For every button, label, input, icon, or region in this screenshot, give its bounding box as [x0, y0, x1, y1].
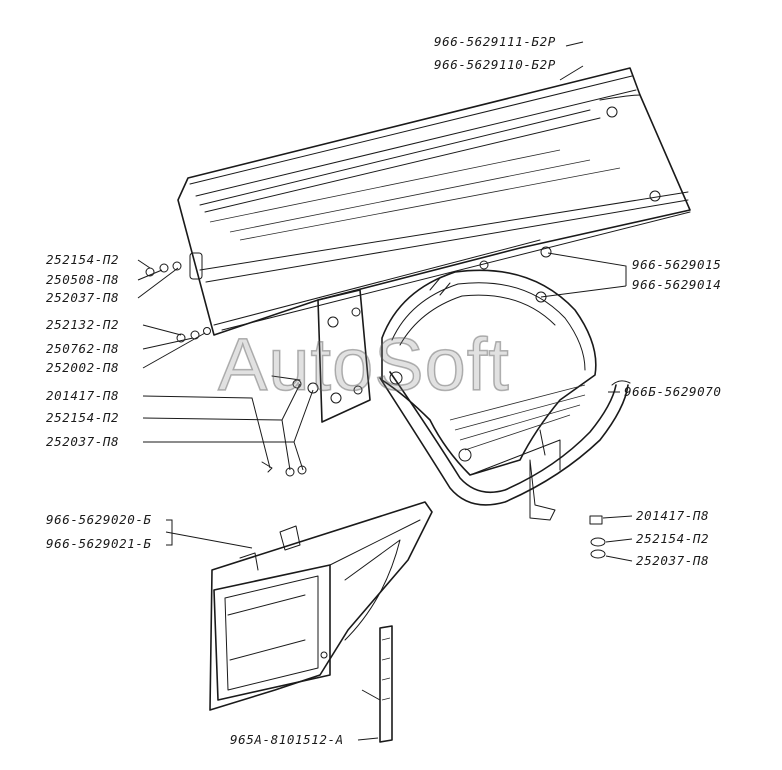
callout-left-washer-2: 252002-П8	[46, 360, 120, 375]
callout-left-spring-1: 252037-П8	[46, 290, 120, 305]
right-fasteners	[589, 515, 606, 559]
leader-lines	[137, 41, 633, 741]
callout-deflector-right: 966-5629111-Б2Р	[434, 34, 556, 49]
callout-duct-tube: 966Б-5629070	[624, 384, 722, 399]
left-fasteners	[145, 261, 319, 477]
curved-duct	[381, 269, 597, 521]
callout-left-spring-3: 252037-П8	[46, 434, 120, 449]
callout-left-washer-3: 252154-П2	[46, 410, 120, 425]
callout-left-bolt-3: 201417-П8	[46, 388, 120, 403]
curved-tube	[379, 371, 631, 506]
callout-left-nut-2: 250762-П8	[46, 341, 120, 356]
support-rod	[379, 625, 393, 743]
callout-lower-duct-b: 966-5629021-Б	[46, 536, 152, 551]
callout-rod: 965А-8101512-А	[230, 732, 344, 747]
mounting-plate	[317, 289, 371, 423]
lower-duct	[209, 501, 433, 711]
callout-left-bolt-2: 252132-П2	[46, 317, 120, 332]
callout-lower-duct-a: 966-5629020-Б	[46, 512, 152, 527]
deflector-panel	[177, 67, 691, 336]
callout-left-nut-1: 250508-П8	[46, 272, 120, 287]
callout-bracket-b: 966-5629014	[632, 277, 722, 292]
callout-bolt-right: 201417-П8	[636, 508, 710, 523]
callout-washer-right: 252154-П2	[636, 531, 710, 546]
callout-deflector-left: 966-5629110-Б2Р	[434, 57, 556, 72]
callout-left-washer-1: 252154-П2	[46, 252, 120, 267]
callout-spring-washer-right: 252037-П8	[636, 553, 710, 568]
callout-bracket-a: 966-5629015	[632, 257, 722, 272]
